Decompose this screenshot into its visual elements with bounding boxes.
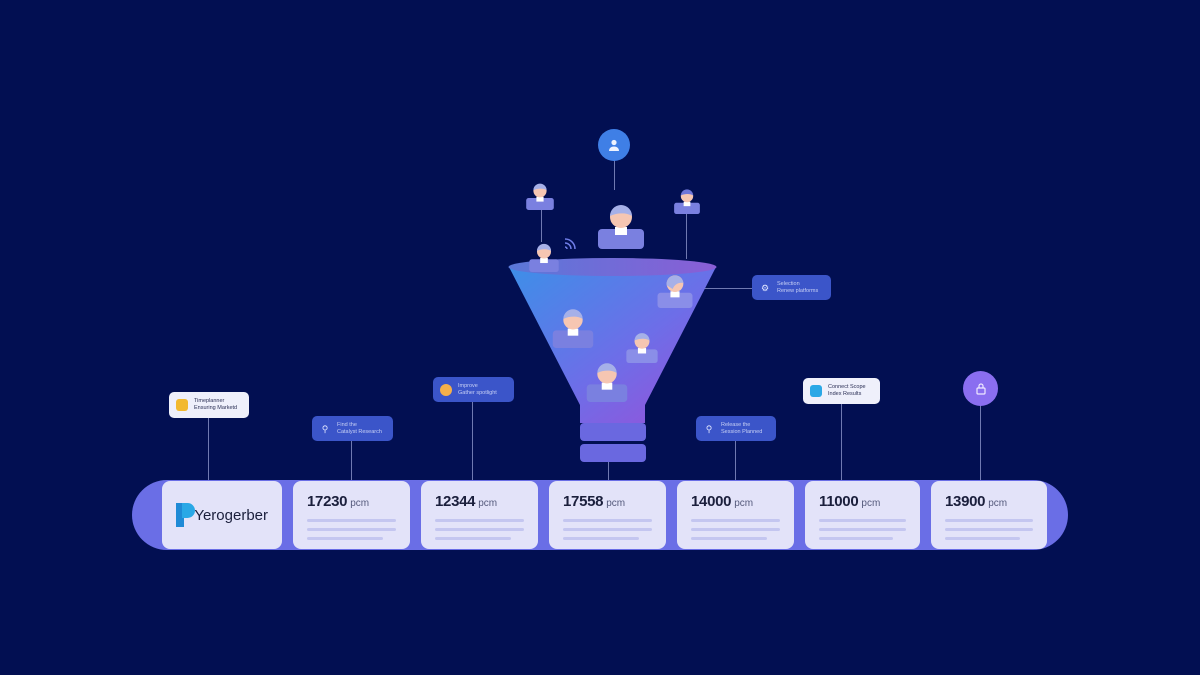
connector-line: [472, 402, 473, 480]
brand-name: Yerogerber: [194, 506, 268, 524]
placeholder-line: [945, 528, 1033, 531]
placeholder-line: [819, 528, 906, 531]
placeholder-line: [563, 537, 639, 540]
label-line: Index Results: [828, 391, 862, 397]
placeholder-line: [563, 519, 652, 522]
stage-value: 17558: [563, 493, 604, 510]
lock-icon: [975, 382, 986, 395]
stage-unit: pcm: [350, 498, 370, 509]
placeholder-line: [563, 528, 652, 531]
connector-line: [541, 210, 542, 242]
brand-card[interactable]: Yerogerber: [162, 481, 282, 549]
document-icon: [176, 399, 188, 411]
label-line: Catalyst Research: [337, 428, 382, 435]
stage-value: 13900: [945, 493, 986, 510]
p-logo-icon: [176, 503, 195, 527]
stage-unit: pcm: [734, 498, 754, 509]
person-icon: [626, 333, 658, 363]
stage-unit: pcm: [478, 498, 498, 509]
label-line: Session Planned: [721, 428, 763, 435]
connector-line: [700, 288, 752, 289]
label-line: Selection: [777, 280, 800, 287]
connector-line: [208, 418, 209, 480]
person-icon: [598, 205, 644, 249]
label-line: Renew platforms: [777, 287, 819, 294]
user-circle[interactable]: [598, 129, 630, 161]
user-icon: [609, 139, 619, 151]
connector-line: [735, 441, 736, 480]
stage-unit: pcm: [606, 498, 626, 509]
stage-value: 11000: [819, 493, 859, 510]
stage-unit: pcm: [861, 498, 881, 509]
connector-line: [608, 462, 609, 480]
stage-value: 12344: [435, 493, 476, 510]
search-icon: ⚲: [321, 423, 329, 434]
wifi-icon: [564, 238, 576, 250]
placeholder-line: [691, 537, 767, 540]
connector-line: [351, 441, 352, 480]
placeholder-line: [819, 519, 906, 522]
label-line: Find the: [337, 421, 357, 428]
stage-unit: pcm: [988, 498, 1008, 509]
p-logo-icon: [810, 385, 822, 397]
person-icon: [674, 189, 700, 214]
placeholder-line: [435, 519, 524, 522]
placeholder-line: [945, 537, 1020, 540]
search-icon: ⚲: [705, 423, 713, 434]
person-icon: [552, 309, 594, 348]
placeholder-line: [307, 537, 383, 540]
placeholder-line: [307, 528, 396, 531]
label-line: Improve: [458, 382, 478, 389]
label-line: Timeplanner: [194, 398, 225, 404]
connector-line: [686, 213, 687, 259]
label-line: Release the: [721, 421, 751, 428]
placeholder-line: [307, 519, 396, 522]
chat-icon: [440, 383, 452, 396]
person-icon: [529, 243, 559, 272]
person-icon: [586, 363, 628, 402]
placeholder-line: [691, 519, 780, 522]
label-line: Connect Scope: [828, 384, 866, 390]
connector-line: [841, 404, 842, 480]
person-icon: [657, 275, 693, 308]
person-icon: [526, 183, 554, 210]
lock-circle[interactable]: [963, 371, 998, 406]
placeholder-line: [435, 528, 524, 531]
label-line: Ensuring Marketd: [194, 405, 238, 411]
stage-value: 14000: [691, 493, 732, 510]
stage-value: 17230: [307, 493, 348, 510]
label-line: Gather spotlight: [458, 389, 497, 396]
connector-line: [980, 404, 981, 480]
placeholder-line: [691, 528, 780, 531]
connector-line: [614, 160, 615, 190]
placeholder-line: [945, 519, 1033, 522]
placeholder-line: [435, 537, 511, 540]
settings-icon: ⚙: [760, 282, 770, 293]
placeholder-line: [819, 537, 893, 540]
